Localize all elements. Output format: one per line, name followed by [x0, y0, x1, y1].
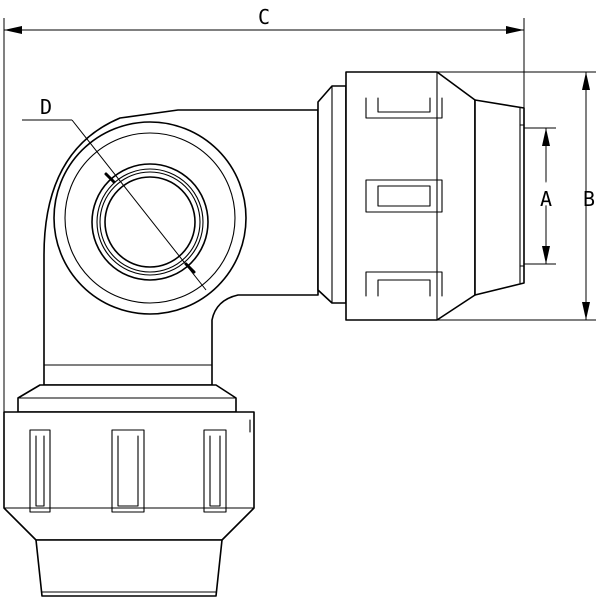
- socket-thread-circle-1: [96, 168, 204, 276]
- dim-a-arrow-top: [542, 128, 550, 146]
- bottom-grip-slot-right: [203, 429, 227, 513]
- dim-c-label: C: [258, 5, 270, 29]
- right-grip-slot-top: [365, 97, 443, 119]
- dim-c-arrow-left: [4, 26, 22, 34]
- dimension-a: A: [524, 127, 556, 265]
- dim-d-label: D: [40, 95, 52, 119]
- dim-d-leader-diagonal: [71, 119, 207, 291]
- right-grip-slot-middle: [365, 179, 443, 213]
- dim-b-arrow-bottom: [582, 302, 590, 320]
- bottom-grip-slot-middle: [111, 429, 145, 513]
- dimension-c: C: [3, 5, 525, 412]
- dim-a-label: A: [540, 187, 552, 211]
- bottom-nut: [3, 384, 255, 597]
- dim-d-tick-top: [104, 172, 116, 184]
- right-grip-slot-bottom: [365, 271, 443, 297]
- boss-inner-ring: [64, 132, 236, 304]
- socket-outer-circle: [91, 163, 209, 281]
- dim-b-arrow-top: [582, 72, 590, 90]
- bottom-insert-sleeve: [35, 539, 223, 597]
- boss-outer-ring: [53, 121, 247, 315]
- right-insert-sleeve: [474, 99, 525, 296]
- socket-bore-circle: [104, 176, 196, 268]
- dim-b-label: B: [583, 187, 595, 211]
- dim-a-arrow-bottom: [542, 246, 550, 264]
- right-nut-body: [345, 71, 476, 321]
- dim-d-tick-bottom: [184, 262, 196, 274]
- bottom-nut-body: [3, 411, 255, 541]
- socket-boss: [53, 121, 247, 315]
- dim-c-arrow-right: [506, 26, 524, 34]
- socket-thread-circle-2: [99, 171, 201, 273]
- bottom-grip-slot-left: [29, 429, 51, 513]
- dimension-b: B: [437, 71, 596, 321]
- dimension-d: D: [22, 95, 207, 291]
- right-nut: [317, 71, 525, 321]
